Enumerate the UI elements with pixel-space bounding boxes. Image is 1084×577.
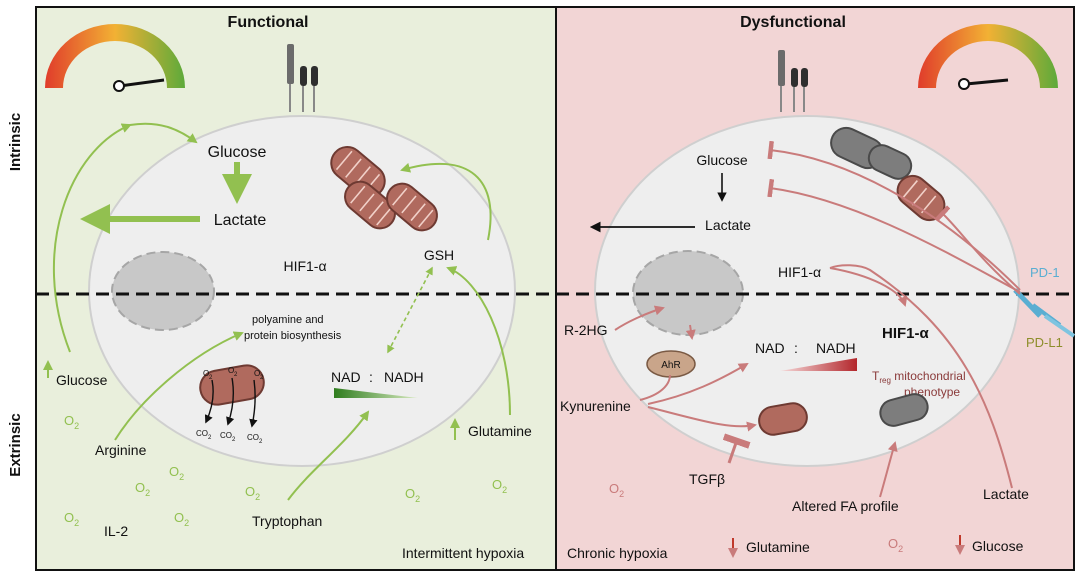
svg-text:O2: O2 (492, 477, 507, 495)
svg-text:2: 2 (232, 437, 236, 443)
dys-hif-small: HIF1-α (778, 264, 821, 280)
dys-glutamine: Glutamine (746, 539, 810, 555)
functional-glucose-out: Glucose (56, 372, 108, 388)
svg-text:O2: O2 (169, 464, 184, 482)
functional-nucleus (111, 251, 215, 331)
functional-nad: NAD (331, 369, 361, 385)
functional-nadh: NADH (384, 369, 424, 385)
functional-o2-labels: O2 O2 O2 O2 O2 O2 O2 O2 (64, 413, 507, 528)
functional-title: Functional (228, 14, 309, 31)
functional-il2: IL-2 (104, 523, 128, 539)
svg-text:O2: O2 (174, 510, 189, 528)
dys-hypoxia: Chronic hypoxia (567, 545, 668, 561)
dys-flow-arrows (614, 140, 1021, 498)
ahr-icon: AhR (646, 350, 696, 378)
dys-lactate-out: Lactate (983, 486, 1029, 502)
svg-text:O2: O2 (888, 536, 903, 554)
dysfunctional-glucose: Glucose (696, 152, 748, 168)
svg-text:CO: CO (196, 429, 208, 438)
svg-text:CO: CO (247, 433, 259, 442)
extrinsic-label: Extrinsic (7, 413, 24, 476)
svg-text:CO: CO (220, 431, 232, 440)
treg-mito-icon (879, 393, 929, 427)
gsh-nad-dotted-arrow (387, 266, 433, 354)
functional-gsh: GSH (424, 247, 454, 263)
functional-tryptophan: Tryptophan (252, 513, 322, 529)
dys-r2hg: R-2HG (564, 322, 608, 338)
svg-text:2: 2 (260, 375, 264, 381)
functional-nad-ramp (334, 388, 418, 398)
svg-text:O2: O2 (405, 486, 420, 504)
dys-nad-ramp (780, 358, 857, 371)
dys-nad: NAD (755, 340, 785, 356)
functional-glucose: Glucose (208, 144, 267, 161)
svg-text:O2: O2 (64, 413, 79, 431)
dys-hif-big: HIF1-α (882, 325, 930, 342)
dys-mito-icon (758, 402, 808, 436)
dysfunctional-lactate: Lactate (705, 217, 751, 233)
dys-nadh: NADH (816, 340, 856, 356)
ahr-label: AhR (661, 360, 680, 371)
svg-text:O2: O2 (245, 484, 260, 502)
svg-text:O: O (254, 369, 260, 378)
dys-pdl1: PD-L1 (1026, 335, 1063, 350)
svg-text:O: O (228, 366, 234, 375)
functional-gauge-icon (45, 24, 185, 92)
dys-o2-labels: O2 O2 (609, 481, 903, 554)
dysfunctional-gauge-icon (918, 24, 1058, 90)
svg-text:2: 2 (209, 375, 213, 381)
functional-hypoxia: Intermittent hypoxia (402, 545, 524, 561)
dys-glucose-out: Glucose (972, 538, 1024, 554)
functional-lactate: Lactate (214, 212, 267, 229)
svg-text:2: 2 (259, 439, 263, 445)
svg-text:O2: O2 (609, 481, 624, 499)
dys-treg-line1: Treg mitochondrial (872, 369, 966, 385)
svg-text:O2: O2 (64, 510, 79, 528)
dys-kynurenine: Kynurenine (560, 398, 631, 414)
functional-glutamine: Glutamine (468, 423, 532, 439)
dys-colon: : (794, 340, 798, 356)
dysfunctional-title: Dysfunctional (740, 14, 846, 31)
functional-mitochondria-icon (330, 146, 438, 232)
intrinsic-label: Intrinsic (7, 113, 24, 171)
functional-hif: HIF1-α (283, 258, 326, 274)
dysfunctional-receptor-icon (778, 50, 808, 112)
dys-fa-profile: Altered FA profile (792, 498, 899, 514)
polyamine-line2: protein biosynthesis (244, 330, 342, 342)
polyamine-line1: polyamine and (252, 314, 324, 326)
dys-tgfb: TGFβ (689, 471, 725, 487)
functional-receptor-icon (287, 44, 318, 112)
functional-colon: : (369, 369, 373, 385)
functional-arginine: Arginine (95, 442, 147, 458)
dys-pd1: PD-1 (1030, 265, 1060, 280)
svg-text:2: 2 (208, 435, 212, 441)
svg-text:O2: O2 (135, 480, 150, 498)
functional-flow-arrows (52, 122, 511, 501)
svg-text:O: O (203, 369, 209, 378)
svg-text:2: 2 (234, 372, 238, 378)
